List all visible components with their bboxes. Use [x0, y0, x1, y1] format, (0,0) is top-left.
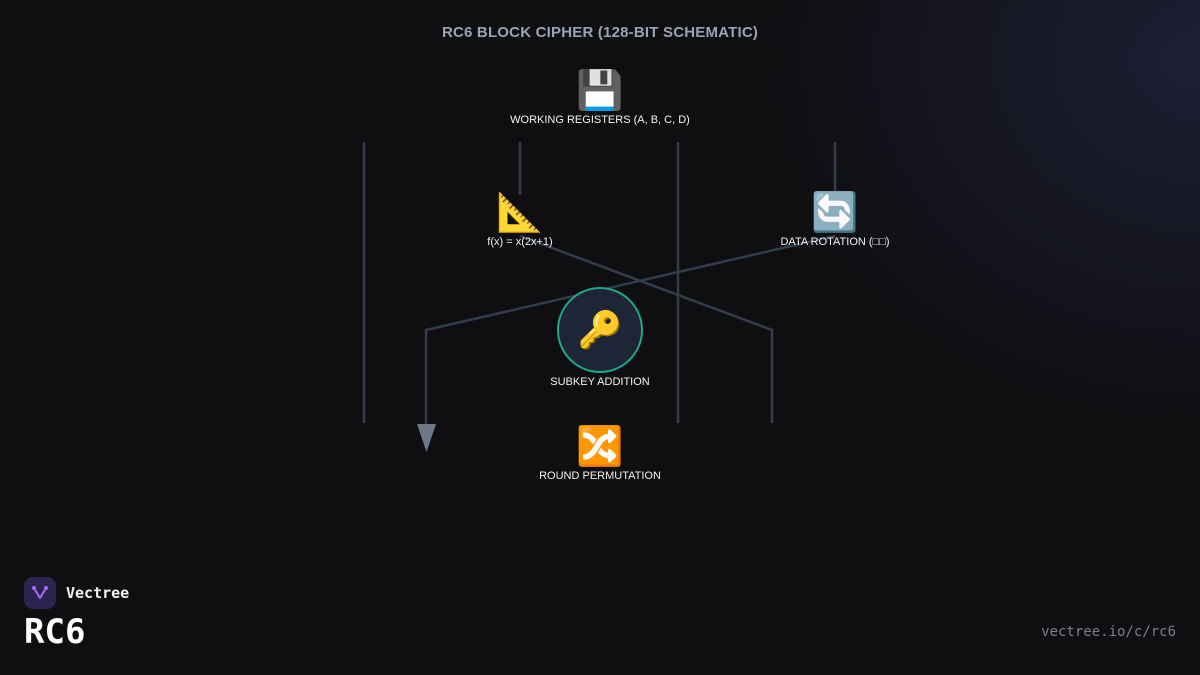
diagram-title: RC6 BLOCK CIPHER (128-BIT SCHEMATIC) — [441, 24, 759, 41]
cross-d-to-a-line — [424, 234, 836, 425]
permutation-label: ROUND PERMUTATION — [539, 470, 661, 482]
key-icon: 🔑 — [577, 309, 623, 350]
page-url-link[interactable]: vectree.io/c/rc6 — [1041, 624, 1176, 640]
registers-label: WORKING REGISTERS (A, B, C, D) — [510, 114, 690, 126]
floppy-disk-icon: 💾 — [576, 70, 624, 112]
rotation-node: 🔄 DATA ROTATION (□□) — [780, 192, 889, 248]
triangular-ruler-icon: 📐 — [496, 192, 544, 234]
shuffle-icon: 🔀 — [576, 426, 624, 468]
registers-node: 💾 WORKING REGISTERS (A, B, C, D) — [510, 70, 690, 126]
function-label: f(x) = x(2x+1) — [487, 236, 553, 248]
rotate-arrows-icon: 🔄 — [811, 192, 859, 234]
rotation-label: DATA ROTATION (□□) — [780, 236, 890, 248]
arrow-head — [417, 424, 436, 452]
cross-b-to-d-line — [519, 234, 774, 423]
permutation-node: 🔀 ROUND PERMUTATION — [539, 426, 661, 482]
subkey-hub: 🔑 — [557, 287, 643, 373]
subkey-label: SUBKEY ADDITION — [550, 376, 650, 388]
page-name: RC6 — [24, 612, 86, 652]
brand[interactable]: Vectree — [24, 577, 129, 609]
brand-name: Vectree — [66, 584, 130, 602]
function-node: 📐 f(x) = x(2x+1) — [487, 192, 552, 248]
vectree-logo-icon — [24, 577, 56, 609]
